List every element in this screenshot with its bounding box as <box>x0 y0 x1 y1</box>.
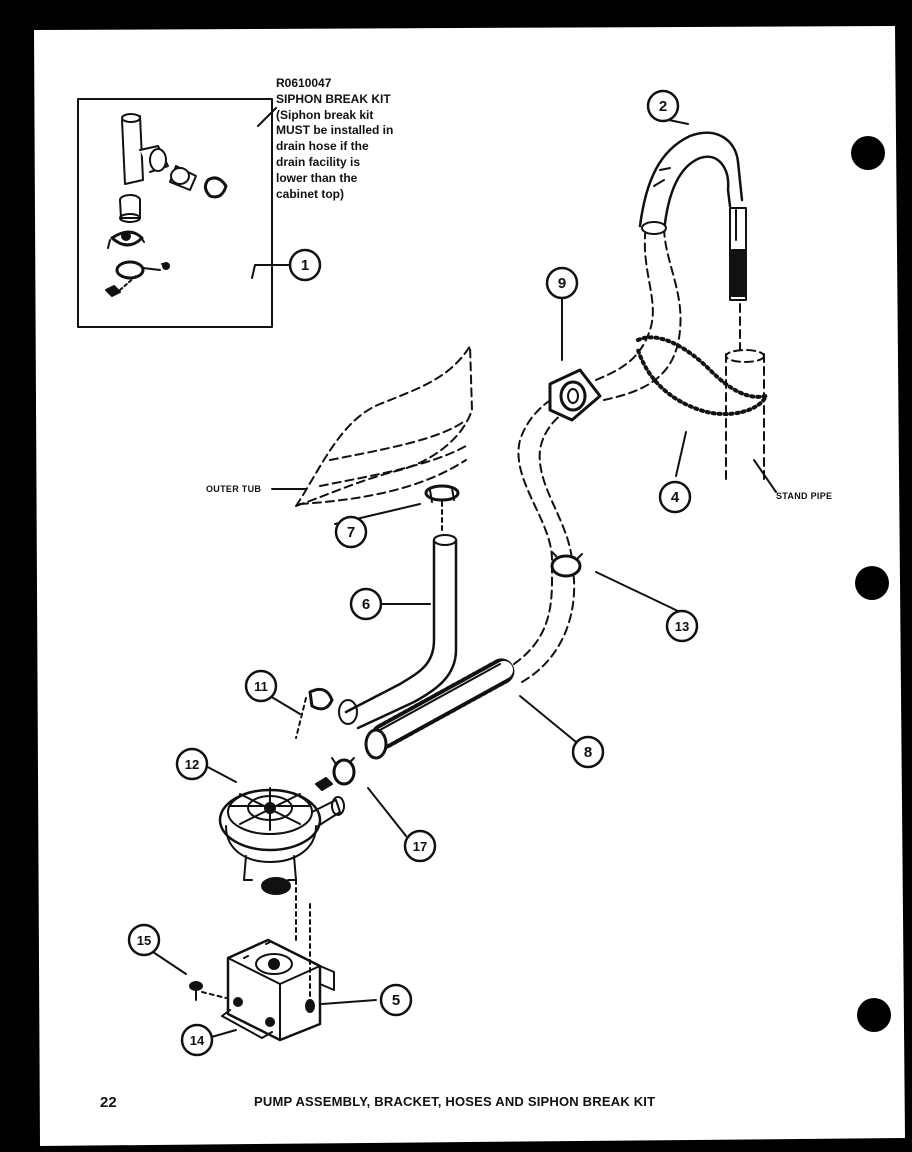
callout-2-circle <box>646 89 680 123</box>
callout-8-circle <box>571 735 605 769</box>
callout-13-number: 13 <box>675 619 689 634</box>
screw-15 <box>189 981 227 1001</box>
hose-8-corrugated <box>364 657 517 760</box>
kit-note-line-3: (Siphon break kit <box>276 107 374 122</box>
callout-15-circle <box>127 923 161 957</box>
callout-1-number: 1 <box>301 257 309 274</box>
callout-14-circle <box>180 1023 214 1057</box>
hose-hook-2 <box>638 131 747 301</box>
callout-14-number: 14 <box>190 1033 205 1048</box>
kit-note-line-5: drain hose if the <box>276 139 369 154</box>
callout-1-circle <box>288 248 322 282</box>
outer-tub-label: OUTER TUB <box>206 484 262 494</box>
outer-tub <box>295 345 473 507</box>
callout-2-number: 2 <box>659 98 667 115</box>
callout-9-number: 9 <box>558 275 566 292</box>
screw-5 <box>295 879 315 1013</box>
clamp-17 <box>331 757 356 786</box>
callout-5-circle <box>379 983 413 1017</box>
kit-note-line-8: cabinet top) <box>276 186 344 201</box>
callout-7-number: 7 <box>347 524 355 541</box>
hose-hook-path <box>595 225 682 401</box>
callout-11-circle <box>244 669 278 703</box>
callout-13-circle <box>665 609 699 643</box>
binder-hole-middle <box>855 566 889 600</box>
clamp-13 <box>550 551 583 578</box>
callout-4-circle <box>658 480 692 514</box>
bracket-14 <box>221 938 335 1042</box>
callout-12-circle <box>175 747 209 781</box>
stand-pipe-leader <box>753 459 777 493</box>
callout-6-circle <box>349 587 383 621</box>
retainer-9 <box>548 368 602 422</box>
callout-12-number: 12 <box>185 757 199 772</box>
clamp-7 <box>424 484 460 531</box>
callout-8-number: 8 <box>584 744 592 761</box>
tie-strap-4 <box>636 335 768 416</box>
kit-note-line-6: drain facility is <box>276 154 361 169</box>
callout-4-number: 4 <box>671 489 680 506</box>
page-caption: PUMP ASSEMBLY, BRACKET, HOSES AND SIPHON… <box>254 1094 656 1109</box>
binder-hole-bottom <box>857 998 891 1032</box>
callout-circles <box>127 89 699 1057</box>
kit-note-line-2: SIPHON BREAK KIT <box>276 91 391 106</box>
stand-pipe <box>725 303 765 481</box>
kit-note-line-7: lower than the <box>276 170 358 185</box>
clamp-11 <box>295 687 334 739</box>
pump-12 <box>218 777 345 895</box>
callout-15-number: 15 <box>137 933 151 948</box>
callout-17-number: 17 <box>413 839 427 854</box>
binder-hole-top <box>851 136 885 170</box>
kit-note-line-1: R0610047 <box>276 76 332 90</box>
siphon-kit-note: R0610047 SIPHON BREAK KIT (Siphon break … <box>276 76 393 202</box>
callout-9-circle <box>545 266 579 300</box>
callout-6-number: 6 <box>362 596 370 613</box>
stand-pipe-label: STAND PIPE <box>776 491 833 501</box>
siphon-kit-box <box>77 98 273 328</box>
siphon-kit-parts <box>105 113 228 297</box>
callout-11-number: 11 <box>254 679 268 694</box>
kit-note-line-4: MUST be installed in <box>276 123 394 138</box>
callout-17-circle <box>403 829 437 863</box>
callout-leaders <box>143 107 689 1039</box>
hose-6 <box>338 534 458 730</box>
callout-7-circle <box>334 515 368 549</box>
page-number: 22 <box>100 1094 117 1111</box>
paper-sheet <box>34 26 905 1146</box>
callout-5-number: 5 <box>392 992 400 1009</box>
drain-hose-path <box>513 383 597 683</box>
